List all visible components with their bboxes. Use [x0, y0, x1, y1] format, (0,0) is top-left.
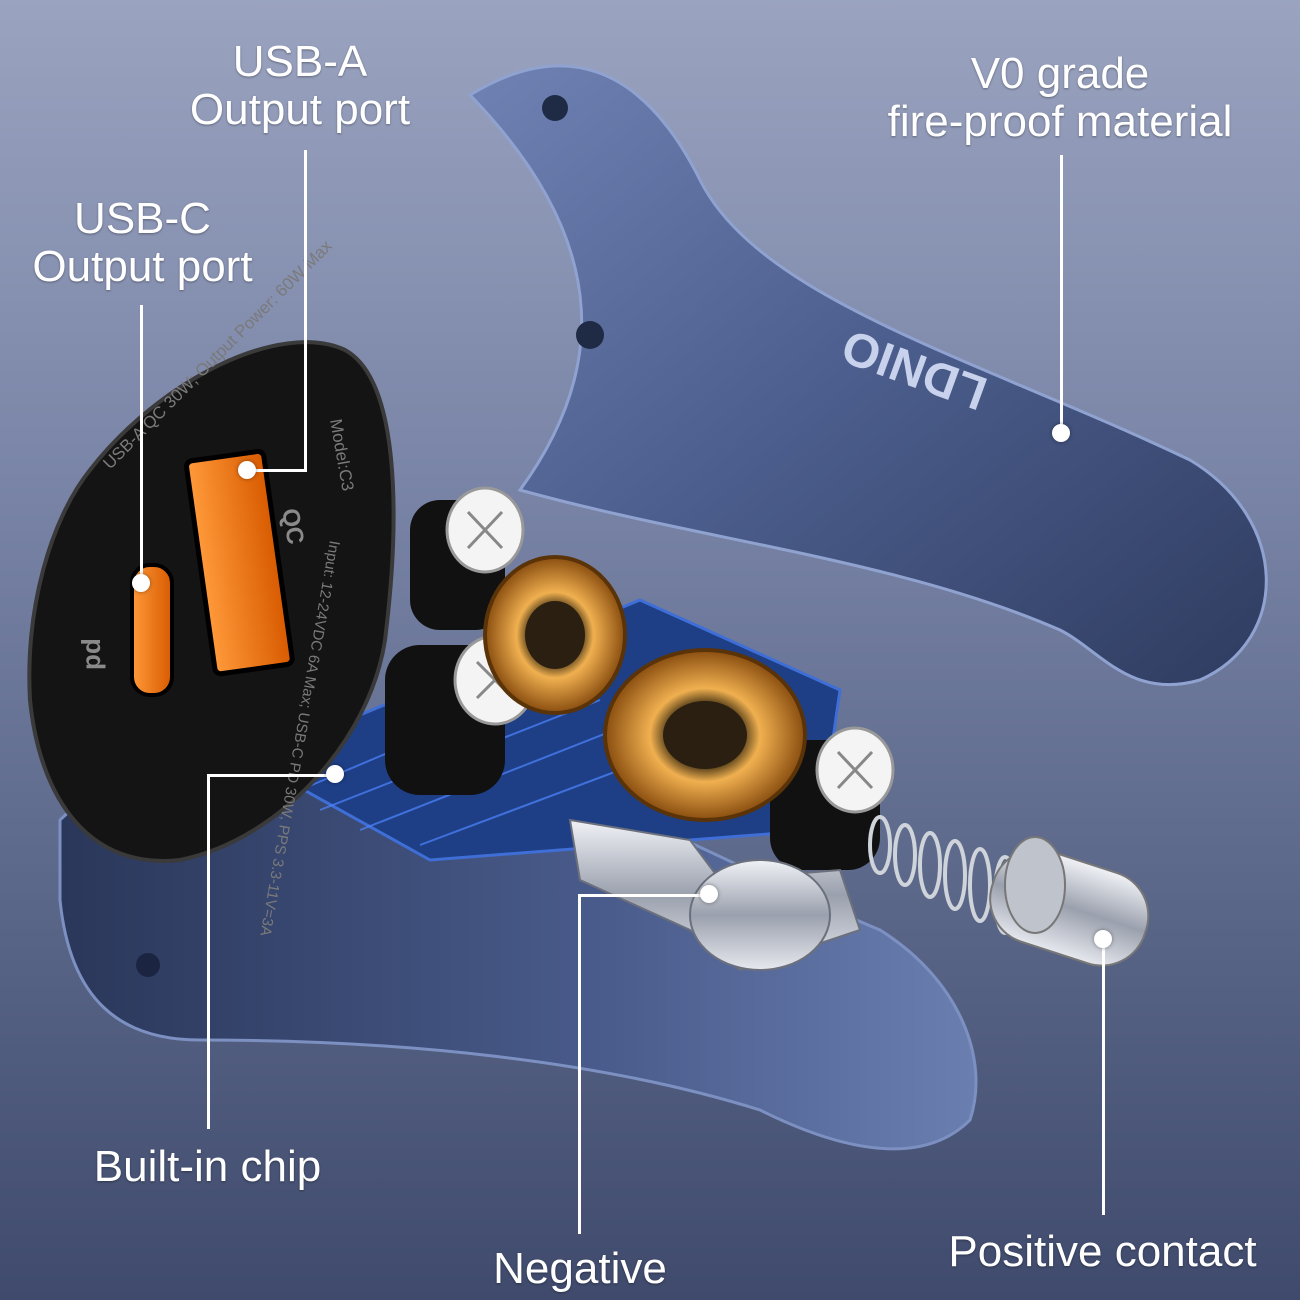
label-line: USB-C — [74, 194, 211, 243]
label-positive-contact: Positive contact — [920, 1228, 1285, 1276]
label-v0-grade-material: V0 grade fire-proof material — [855, 50, 1265, 146]
leader-line-usb-c — [140, 305, 143, 580]
leader-line-chip — [207, 774, 332, 777]
marker-dot-chip — [326, 765, 344, 783]
marker-dot-usb-a — [238, 461, 256, 479]
label-built-in-chip: Built-in chip — [70, 1143, 345, 1191]
leader-line-positive — [1102, 940, 1105, 1215]
marker-dot-negative — [700, 885, 718, 903]
label-negative: Negative — [470, 1245, 690, 1293]
qc-mark: QC — [276, 506, 309, 546]
usb-a-port — [184, 449, 295, 677]
shell-screw-hole — [576, 321, 604, 349]
label-line: Built-in chip — [93, 1142, 322, 1191]
capacitor — [410, 486, 525, 630]
leader-line-usb-a — [304, 150, 307, 472]
leader-line-usb-a — [246, 469, 307, 472]
marker-dot-v0 — [1052, 424, 1070, 442]
inductor-coil — [483, 555, 627, 715]
inductor-coil — [603, 648, 807, 822]
leader-line-negative — [578, 894, 581, 1234]
label-line: Negative — [493, 1244, 667, 1293]
label-line: Output port — [189, 85, 411, 134]
capacitor — [770, 726, 895, 870]
negative-contact-tab — [689, 859, 831, 971]
positive-contact-pin — [989, 836, 1150, 967]
leader-line-chip — [207, 774, 210, 1129]
label-usb-c-output-port: USB-C Output port — [5, 195, 280, 291]
marker-dot-usb-c — [132, 574, 150, 592]
leader-line-v0 — [1060, 155, 1063, 433]
label-usb-a-output-port: USB-A Output port — [160, 38, 440, 134]
marker-dot-positive — [1094, 930, 1112, 948]
label-line: Positive contact — [948, 1227, 1257, 1276]
usb-c-port — [130, 563, 174, 697]
label-line: USB-A — [232, 37, 368, 86]
label-line: fire-proof material — [887, 97, 1233, 146]
shell-screw-hole — [136, 953, 160, 977]
shell-screw-hole — [542, 95, 568, 121]
label-line: V0 grade — [970, 49, 1150, 98]
pd-mark: pd — [76, 638, 106, 670]
upper-shell — [467, 64, 1268, 687]
label-line: Output port — [32, 242, 253, 291]
leader-line-negative — [578, 894, 708, 897]
